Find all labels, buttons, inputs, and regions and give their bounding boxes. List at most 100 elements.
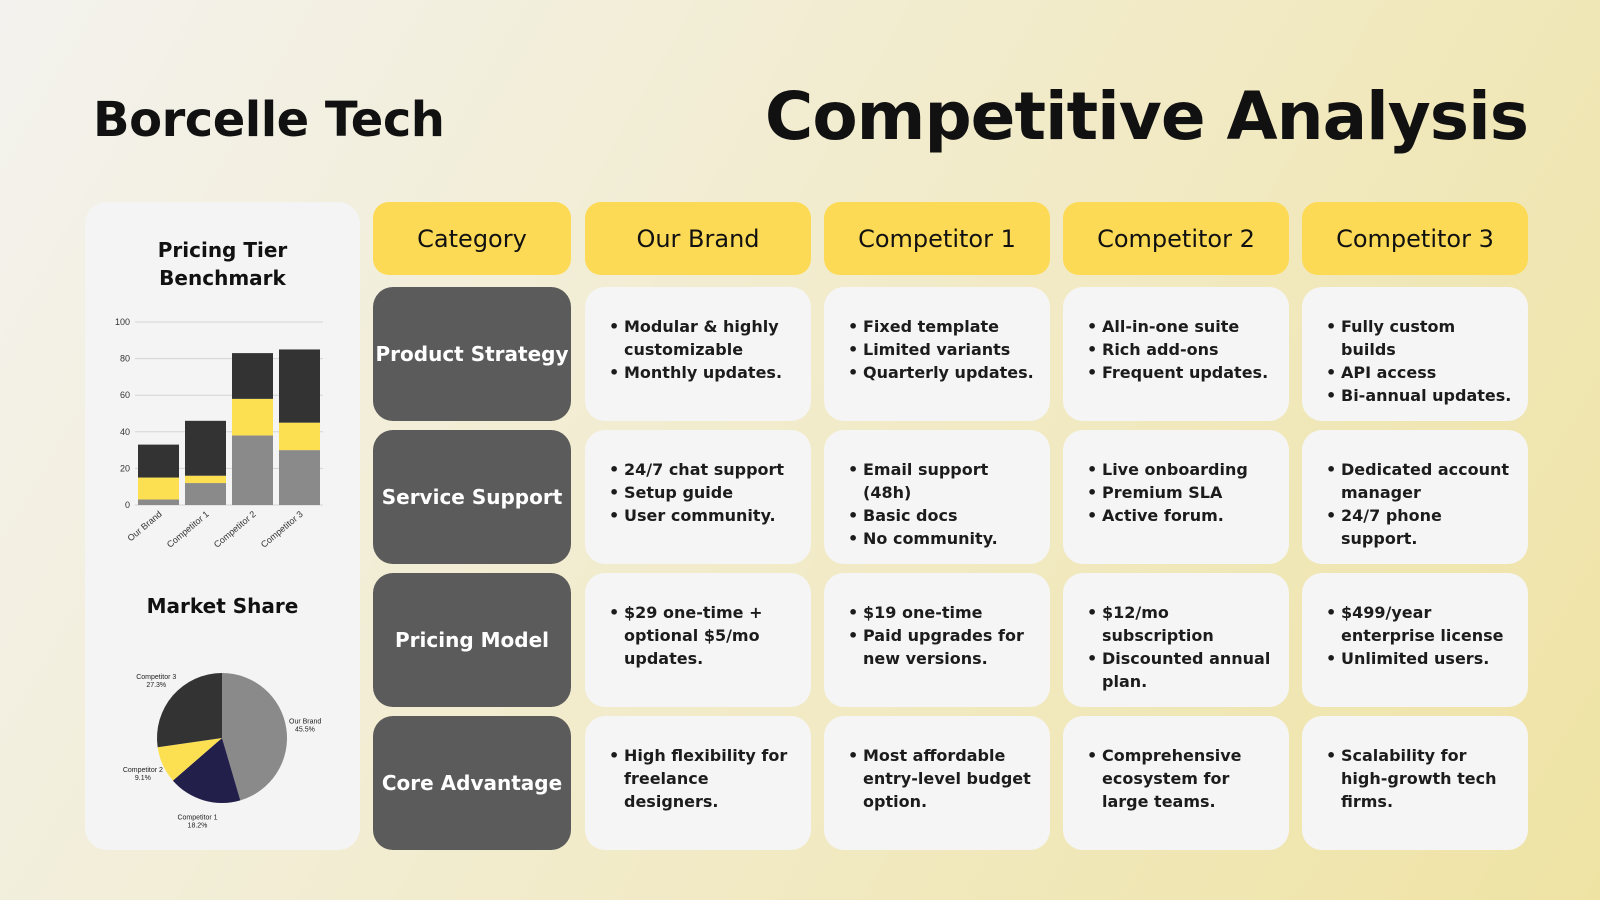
table-cell: Live onboardingPremium SLAActive forum. <box>1063 430 1289 564</box>
bar-segment <box>232 435 273 505</box>
bullet-item: Scalability for high-growth tech firms. <box>1326 744 1514 813</box>
bullet-item: Email support (48h) <box>848 458 1036 504</box>
pie-slice <box>222 673 288 801</box>
table-cell: Comprehensive ecosystem for large teams. <box>1063 716 1289 850</box>
bar-segment <box>232 398 273 436</box>
table-cell: High flexibility for freelance designers… <box>585 716 811 850</box>
pie-slice <box>157 738 222 781</box>
table-cell: $29 one-time + optional $5/mo updates. <box>585 573 811 707</box>
bullet-list: High flexibility for freelance designers… <box>609 744 797 813</box>
pie-percent: 27.3% <box>146 682 166 689</box>
table-cell: $499/year enterprise licenseUnlimited us… <box>1302 573 1528 707</box>
bullet-item: High flexibility for freelance designers… <box>609 744 797 813</box>
bullet-item: Setup guide <box>609 481 797 504</box>
pie-slice <box>172 738 241 803</box>
bullet-list: Most affordable entry-level budget optio… <box>848 744 1036 813</box>
bullet-item: Basic docs <box>848 504 1036 527</box>
table-cell: $19 one-timePaid upgrades for new versio… <box>824 573 1050 707</box>
bullet-list: Fully custom buildsAPI accessBi-annual u… <box>1326 315 1514 407</box>
bar-segment <box>138 499 179 505</box>
bullet-item: 24/7 phone support. <box>1326 504 1514 550</box>
pie-label: Competitor 2 <box>123 767 163 774</box>
table-cell: All-in-one suiteRich add-onsFrequent upd… <box>1063 287 1289 421</box>
brand-name: Borcelle Tech <box>93 92 445 148</box>
bar-segment <box>279 349 320 423</box>
bullet-item: Monthly updates. <box>609 361 797 384</box>
pie-slice <box>157 673 222 748</box>
pie-chart-title: Market Share <box>146 594 299 618</box>
bullet-list: $499/year enterprise licenseUnlimited us… <box>1326 601 1514 670</box>
bar-segment <box>138 444 179 478</box>
bullet-item: Fully custom builds <box>1326 315 1514 361</box>
pie-label: Our Brand <box>289 719 321 726</box>
bar-segment <box>138 477 179 500</box>
bullet-item: No community. <box>848 527 1036 550</box>
bullet-item: Rich add-ons <box>1087 338 1275 361</box>
bullet-list: Fixed templateLimited variantsQuarterly … <box>848 315 1036 384</box>
column-header: Competitor 1 <box>824 202 1050 275</box>
bullet-item: Quarterly updates. <box>848 361 1036 384</box>
table-cell: Most affordable entry-level budget optio… <box>824 716 1050 850</box>
bullet-list: $12/mo subscriptionDiscounted annual pla… <box>1087 601 1275 693</box>
y-tick-label: 100 <box>115 317 130 327</box>
pie-percent: 18.2% <box>188 822 208 829</box>
column-header: Our Brand <box>585 202 811 275</box>
bullet-list: Dedicated account manager24/7 phone supp… <box>1326 458 1514 550</box>
bullet-item: Frequent updates. <box>1087 361 1275 384</box>
bullet-item: Live onboarding <box>1087 458 1275 481</box>
table-cell: Fully custom buildsAPI accessBi-annual u… <box>1302 287 1528 421</box>
bullet-item: 24/7 chat support <box>609 458 797 481</box>
bullet-item: $19 one-time <box>848 601 1036 624</box>
table-cell: 24/7 chat supportSetup guideUser communi… <box>585 430 811 564</box>
x-tick-label: Our Brand <box>126 509 164 543</box>
bullet-list: All-in-one suiteRich add-onsFrequent upd… <box>1087 315 1275 384</box>
bullet-item: Comprehensive ecosystem for large teams. <box>1087 744 1275 813</box>
bullet-list: Comprehensive ecosystem for large teams. <box>1087 744 1275 813</box>
pie-percent: 9.1% <box>135 775 151 782</box>
y-tick-label: 0 <box>125 500 130 510</box>
row-category: Service Support <box>373 430 571 564</box>
bullet-list: 24/7 chat supportSetup guideUser communi… <box>609 458 797 527</box>
bullet-item: Fixed template <box>848 315 1036 338</box>
table-cell: $12/mo subscriptionDiscounted annual pla… <box>1063 573 1289 707</box>
y-tick-label: 60 <box>120 390 130 400</box>
bar-segment <box>279 450 320 505</box>
bullet-item: Active forum. <box>1087 504 1275 527</box>
y-tick-label: 40 <box>120 427 130 437</box>
bullet-item: $12/mo subscription <box>1087 601 1275 647</box>
column-header: Competitor 3 <box>1302 202 1528 275</box>
bullet-item: Modular & highly customizable <box>609 315 797 361</box>
x-tick-label: Competitor 3 <box>259 509 305 550</box>
y-tick-label: 80 <box>120 354 130 364</box>
bullet-list: $19 one-timePaid upgrades for new versio… <box>848 601 1036 670</box>
bullet-list: Email support (48h)Basic docsNo communit… <box>848 458 1036 550</box>
x-tick-label: Competitor 1 <box>165 509 211 550</box>
bullet-item: Discounted annual plan. <box>1087 647 1275 693</box>
bar-segment <box>185 483 226 505</box>
bar-segment <box>279 422 320 451</box>
bullet-item: User community. <box>609 504 797 527</box>
column-header: Competitor 2 <box>1063 202 1289 275</box>
row-category: Pricing Model <box>373 573 571 707</box>
bullet-list: Live onboardingPremium SLAActive forum. <box>1087 458 1275 527</box>
bullet-list: Modular & highly customizableMonthly upd… <box>609 315 797 384</box>
bar-segment <box>185 420 226 476</box>
bullet-item: Dedicated account manager <box>1326 458 1514 504</box>
bullet-item: Unlimited users. <box>1326 647 1514 670</box>
table-cell: Scalability for high-growth tech firms. <box>1302 716 1528 850</box>
row-category: Core Advantage <box>373 716 571 850</box>
pie-label: Competitor 1 <box>177 814 217 821</box>
bar-chart-title: Pricing Tier Benchmark <box>157 238 288 290</box>
y-tick-label: 20 <box>120 463 130 473</box>
pie-label: Competitor 3 <box>136 674 176 681</box>
table-cell: Modular & highly customizableMonthly upd… <box>585 287 811 421</box>
bullet-item: Bi-annual updates. <box>1326 384 1514 407</box>
table-cell: Fixed templateLimited variantsQuarterly … <box>824 287 1050 421</box>
table-cell: Email support (48h)Basic docsNo communit… <box>824 430 1050 564</box>
table-cell: Dedicated account manager24/7 phone supp… <box>1302 430 1528 564</box>
bullet-item: Limited variants <box>848 338 1036 361</box>
bar-segment <box>232 353 273 399</box>
